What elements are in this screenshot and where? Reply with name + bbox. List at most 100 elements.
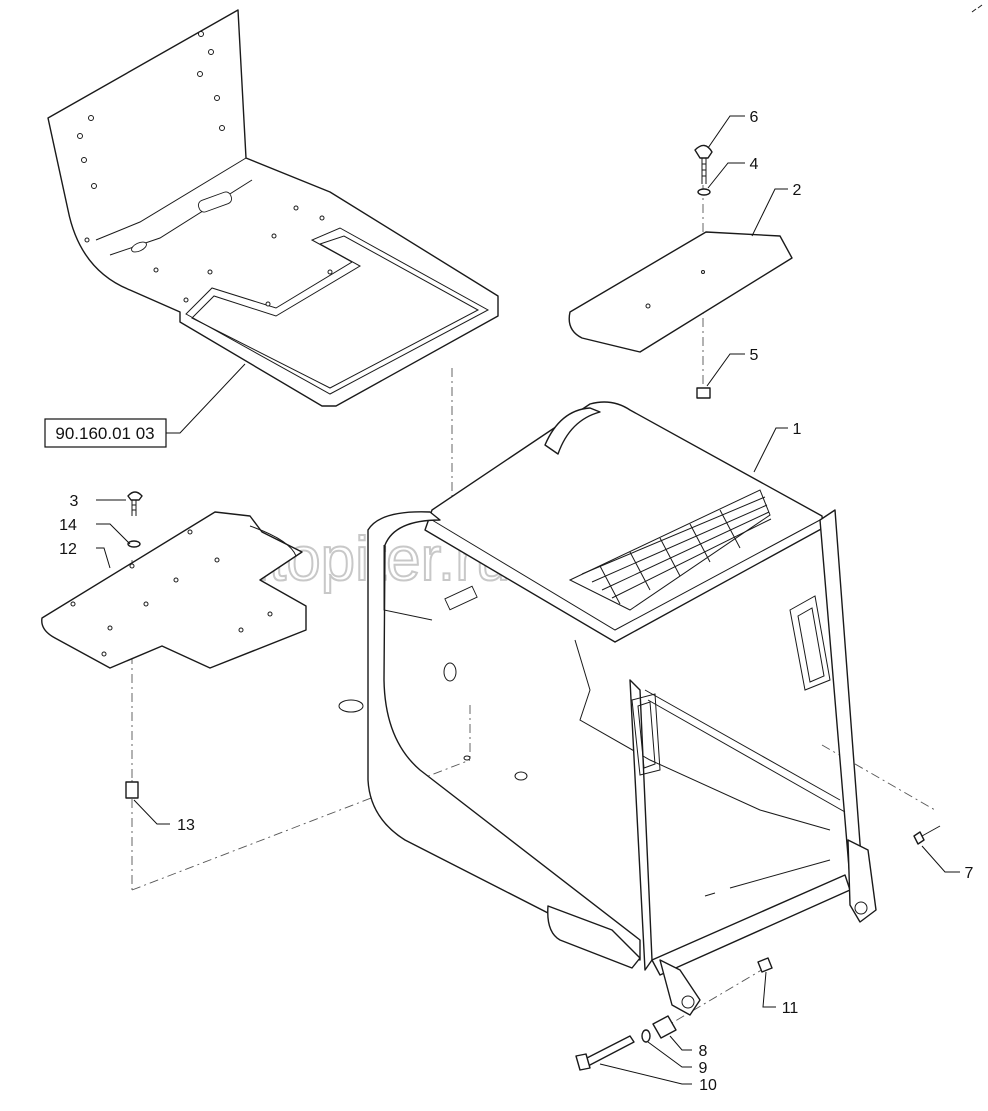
part-6-bolt-head	[694, 144, 713, 159]
leader-6	[707, 115, 745, 149]
callout-13: 13	[177, 817, 195, 834]
cover-plate-outline	[568, 231, 793, 353]
callout-2: 2	[793, 182, 802, 199]
floor-slot-small	[131, 241, 147, 253]
callout-10: 10	[699, 1077, 717, 1094]
nut-13-body	[125, 781, 139, 799]
reference-box-leader	[166, 363, 246, 434]
floor-hole	[183, 297, 189, 303]
cab-floor-edge	[704, 859, 831, 897]
leader-9	[647, 1041, 692, 1068]
part-1-cab-frame	[338, 401, 877, 1016]
floor-hole	[319, 215, 325, 221]
part-2-cover-plate	[568, 231, 793, 353]
floor-hole	[91, 183, 97, 189]
side-plate-hole	[187, 529, 193, 535]
callout-5: 5	[750, 347, 759, 364]
floor-hole	[265, 301, 271, 307]
part-5-nut	[696, 387, 711, 399]
cab-step-plate	[547, 905, 641, 969]
leader-10	[599, 1063, 692, 1085]
floor-hole	[214, 95, 220, 101]
floor-slot	[197, 191, 233, 213]
floor-hole	[271, 233, 277, 239]
floor-hole	[197, 71, 203, 77]
part-4-washer	[697, 188, 711, 196]
floor-hole	[88, 115, 94, 121]
floor-hole	[153, 267, 159, 273]
roof-vent-outline	[568, 489, 771, 611]
floor-hole	[84, 237, 90, 243]
cab-rear-post-left	[629, 679, 653, 971]
floor-hole	[81, 157, 87, 163]
callout-1: 1	[793, 421, 802, 438]
cover-plate-hole	[645, 303, 651, 309]
cab-side-boss	[338, 699, 364, 713]
part-12-side-plate	[41, 491, 307, 669]
cab-rear-crossbar	[644, 689, 846, 813]
cab-left-pivot-lug	[659, 959, 701, 1016]
grab-handle-left	[631, 693, 661, 776]
callout-12: 12	[59, 541, 77, 558]
leader-11	[762, 971, 776, 1008]
side-plate-hole	[107, 625, 113, 631]
part-3-screw-head	[127, 491, 143, 501]
cab-left-pivot-hole	[681, 995, 695, 1009]
leader-7	[921, 845, 960, 873]
roof-vent-grid	[568, 489, 772, 611]
cab-rear-post-right	[819, 509, 863, 881]
side-plate-hole	[70, 601, 76, 607]
part-7-screw	[913, 825, 941, 845]
side-plate-hole	[129, 563, 135, 569]
cab-roof	[424, 401, 824, 643]
callout-11: 11	[782, 1000, 799, 1017]
callout-3: 3	[70, 493, 79, 510]
floor-hole	[293, 205, 299, 211]
part-14-washer	[127, 540, 141, 548]
callout-leaders	[96, 115, 960, 1085]
cab-left-side-frame	[367, 511, 641, 961]
cab-floor-hole	[514, 771, 528, 781]
cab-floor-hole	[463, 755, 471, 761]
part-9-washer	[641, 1029, 651, 1043]
callout-8: 8	[699, 1043, 708, 1060]
cab-side-hole	[443, 662, 457, 682]
cover-plate-hole	[701, 270, 705, 274]
side-plate-hole	[143, 601, 149, 607]
cab-roof-left-ear	[544, 407, 601, 455]
leader-14	[96, 523, 131, 545]
side-plate-hole	[267, 611, 273, 617]
floor-hole	[327, 269, 333, 275]
callout-4: 4	[750, 156, 759, 173]
part-10-pin	[582, 1035, 635, 1067]
cab-roof-edge	[431, 519, 821, 631]
leader-5	[706, 353, 745, 387]
corner-marks	[971, 4, 983, 13]
floor-mat-frame-inner	[191, 235, 480, 389]
callout-9: 9	[699, 1060, 708, 1077]
part-13-nut	[125, 781, 139, 799]
floor-hole	[77, 133, 83, 139]
floor-hole	[207, 269, 213, 275]
grab-handle-right	[789, 595, 831, 691]
cab-side-slot	[444, 585, 478, 611]
floor-mat-frame	[185, 227, 490, 395]
centerline-pin-8-11	[659, 967, 766, 1031]
leader-2	[751, 188, 788, 237]
floor-hole	[208, 49, 214, 55]
cab-right-pivot-lug	[847, 839, 877, 923]
leader-12	[96, 547, 111, 569]
callout-labels: 6 4 2 5 1 3 14 12 13 7 11 8 9 10	[59, 109, 973, 1094]
callout-6: 6	[750, 109, 759, 126]
part-10-pin-head	[575, 1053, 591, 1071]
screw-7-head	[913, 831, 925, 845]
cab-rear-bottom-bar	[651, 874, 851, 976]
side-plate-outline	[41, 511, 307, 669]
corner-mark	[971, 4, 983, 13]
side-plate-curve	[249, 525, 297, 557]
reference-box: 90.160.01 03	[44, 363, 246, 448]
floor-hole	[198, 31, 204, 37]
callout-14: 14	[59, 517, 77, 534]
pivot-hardware	[575, 957, 773, 1071]
